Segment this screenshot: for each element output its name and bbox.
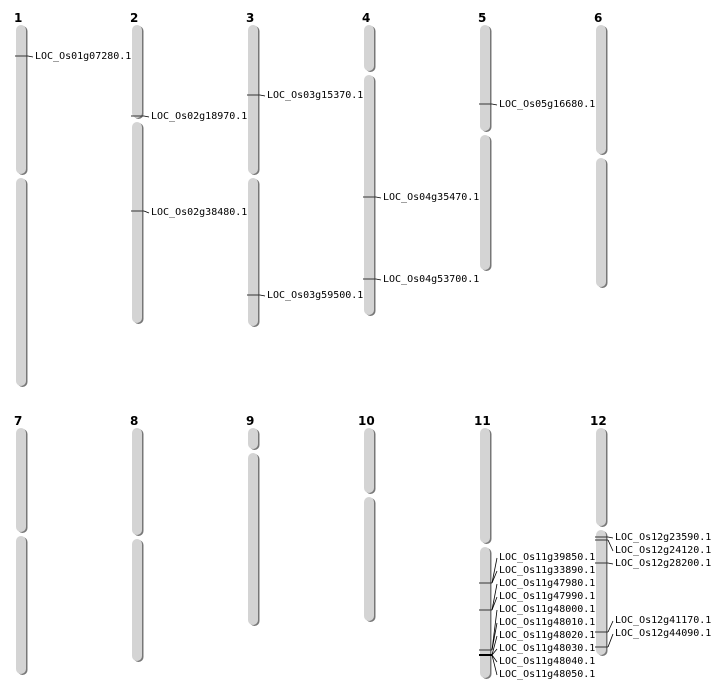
gene-connector xyxy=(491,635,498,656)
chromosome-label: 3 xyxy=(246,11,255,25)
gene-label: LOC_Os04g53700.1 xyxy=(383,274,480,285)
chromosome-label: 11 xyxy=(474,414,491,428)
chromosome-label: 6 xyxy=(594,11,603,25)
gene-connector xyxy=(375,278,382,281)
chromosome-2-p-arm xyxy=(132,25,142,118)
gene-label: LOC_Os02g18970.1 xyxy=(151,111,248,122)
gene-label: LOC_Os11g47980.1 xyxy=(499,578,596,589)
gene-connector xyxy=(375,196,382,199)
chromosome-1-q-arm xyxy=(16,178,26,386)
gene-connector xyxy=(143,210,150,214)
gene-label: LOC_Os01g07280.1 xyxy=(35,51,132,62)
gene-connector xyxy=(491,654,498,663)
chromosome-6-p-arm xyxy=(596,25,606,154)
gene-label: LOC_Os12g24120.1 xyxy=(615,545,712,556)
chromosome-label: 4 xyxy=(362,11,371,25)
gene-connector xyxy=(491,557,498,584)
chromosome-5-q-arm xyxy=(480,135,490,270)
chromosome-10-q-arm xyxy=(364,497,374,621)
chromosome-label: 7 xyxy=(14,414,23,428)
chromosome-3-p-arm xyxy=(248,25,258,174)
chromosome-8-p-arm xyxy=(132,428,142,535)
chromosome-label: 2 xyxy=(130,11,139,25)
gene-connector xyxy=(491,583,498,611)
gene-connector xyxy=(607,620,614,633)
chromosome-label: 1 xyxy=(14,11,23,25)
gene-connector xyxy=(607,633,614,648)
chromosome-label: 9 xyxy=(246,414,255,428)
gene-connector xyxy=(27,55,34,58)
chromosome-label: 8 xyxy=(130,414,139,428)
gene-connector xyxy=(607,539,614,552)
gene-label: LOC_Os11g48040.1 xyxy=(499,656,596,667)
gene-label: LOC_Os11g48010.1 xyxy=(499,617,596,628)
gene-label: LOC_Os12g28200.1 xyxy=(615,558,712,569)
gene-label: LOC_Os11g48020.1 xyxy=(499,630,596,641)
gene-label: LOC_Os04g35470.1 xyxy=(383,192,480,203)
gene-label: LOC_Os12g41170.1 xyxy=(615,615,712,626)
gene-connector xyxy=(143,115,150,118)
chromosome-6-q-arm xyxy=(596,158,606,287)
gene-label: LOC_Os03g15370.1 xyxy=(267,90,364,101)
gene-connector xyxy=(491,622,498,651)
chromosome-label: 10 xyxy=(358,414,375,428)
chromosome-8-q-arm xyxy=(132,539,142,661)
chromosome-label: 12 xyxy=(590,414,607,428)
chromosome-label: 5 xyxy=(478,11,487,25)
chromosome-3-q-arm xyxy=(248,178,258,326)
chromosome-11-p-arm xyxy=(480,428,490,543)
gene-label: LOC_Os11g48050.1 xyxy=(499,669,596,680)
gene-label: LOC_Os11g47990.1 xyxy=(499,591,596,602)
gene-label: LOC_Os11g39850.1 xyxy=(499,552,596,563)
gene-label: LOC_Os03g59500.1 xyxy=(267,290,364,301)
gene-connector xyxy=(491,103,498,106)
chromosome-10-p-arm xyxy=(364,428,374,493)
chromosome-9-p-arm xyxy=(248,428,258,449)
chromosome-12-q-arm xyxy=(596,530,606,655)
gene-connector xyxy=(491,596,498,611)
gene-connector xyxy=(491,648,498,656)
chromosome-7-q-arm xyxy=(16,536,26,674)
chromosome-7-p-arm xyxy=(16,428,26,532)
gene-connector xyxy=(607,562,614,565)
chromosome-2-q-arm xyxy=(132,122,142,323)
gene-label: LOC_Os11g48030.1 xyxy=(499,643,596,654)
gene-connector xyxy=(259,94,266,97)
gene-connector xyxy=(491,570,498,584)
chromosome-4-q-arm xyxy=(364,75,374,315)
chromosome-4-p-arm xyxy=(364,25,374,71)
gene-connector xyxy=(259,294,266,297)
gene-label: LOC_Os02g38480.1 xyxy=(151,207,248,218)
gene-label: LOC_Os11g48000.1 xyxy=(499,604,596,615)
gene-label: LOC_Os12g23590.1 xyxy=(615,532,712,543)
chromosome-1-p-arm xyxy=(16,25,26,174)
gene-label: LOC_Os11g33890.1 xyxy=(499,565,596,576)
gene-connector xyxy=(491,654,498,676)
chromosome-11-q-arm xyxy=(480,547,490,678)
chromosome-9-q-arm xyxy=(248,453,258,625)
gene-label: LOC_Os05g16680.1 xyxy=(499,99,596,110)
chromosome-12-p-arm xyxy=(596,428,606,526)
chromosome-5-p-arm xyxy=(480,25,490,131)
gene-connector xyxy=(607,536,614,539)
gene-label: LOC_Os12g44090.1 xyxy=(615,628,712,639)
